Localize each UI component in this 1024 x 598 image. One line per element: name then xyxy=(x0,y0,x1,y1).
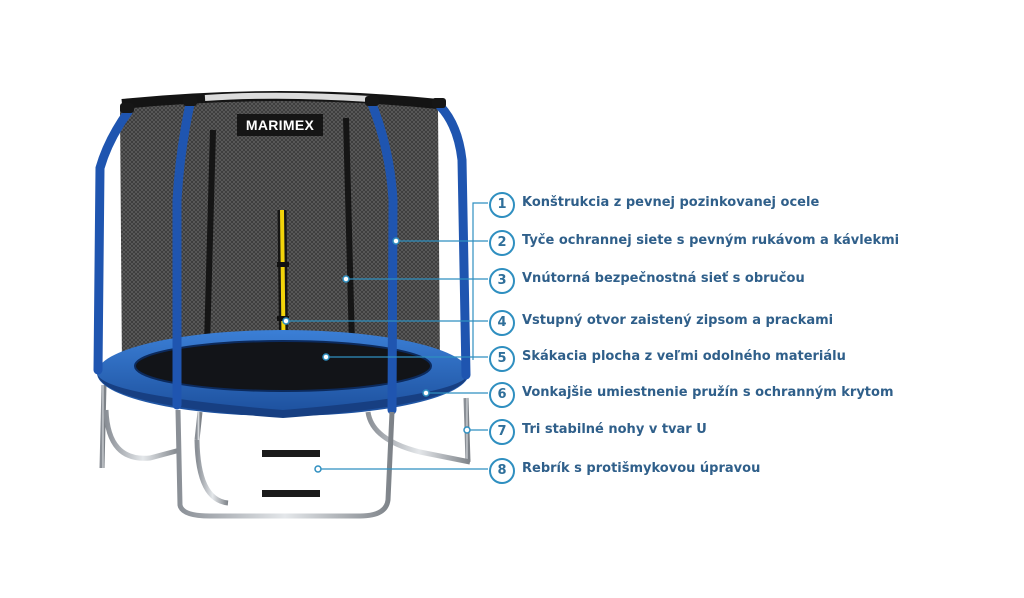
net-pole xyxy=(93,99,471,415)
jumping-mat xyxy=(97,330,469,416)
badge-1: 1 xyxy=(489,192,515,218)
pole-caps xyxy=(120,96,446,113)
badge-5: 5 xyxy=(489,346,515,372)
feature-label-8: Rebrík s protišmykovou úpravou xyxy=(522,461,761,476)
ladder xyxy=(260,410,321,515)
spring-pad xyxy=(97,373,469,418)
feature-label-7: Tri stabilné nohy v tvar U xyxy=(522,422,707,437)
feature-label-6: Vonkajšie umiestnenie pružín s ochranným… xyxy=(522,385,894,400)
badge-2: 2 xyxy=(489,230,515,256)
brand-logo: MARIMEX xyxy=(237,114,323,136)
feature-label-5: Skákacia plocha z veľmi odolného materiá… xyxy=(522,349,846,364)
badge-3: 3 xyxy=(489,268,515,294)
feature-label-1: Konštrukcia z pevnej pozinkovanej ocele xyxy=(522,195,820,210)
u-leg-front xyxy=(175,409,395,519)
feature-label-3: Vnútorná bezpečnostná sieť s obručou xyxy=(522,271,805,286)
leader-dots xyxy=(282,237,471,473)
leader-lines xyxy=(286,202,488,470)
inner-net-poles xyxy=(204,117,355,346)
badge-7: 7 xyxy=(489,419,515,445)
feature-label-4: Vstupný otvor zaistený zipsom a prackami xyxy=(522,313,834,328)
badge-8: 8 xyxy=(489,458,515,484)
badge-4: 4 xyxy=(489,310,515,336)
feature-label-2: Tyče ochrannej siete s pevným rukávom a … xyxy=(522,233,900,248)
badge-6: 6 xyxy=(489,382,515,408)
